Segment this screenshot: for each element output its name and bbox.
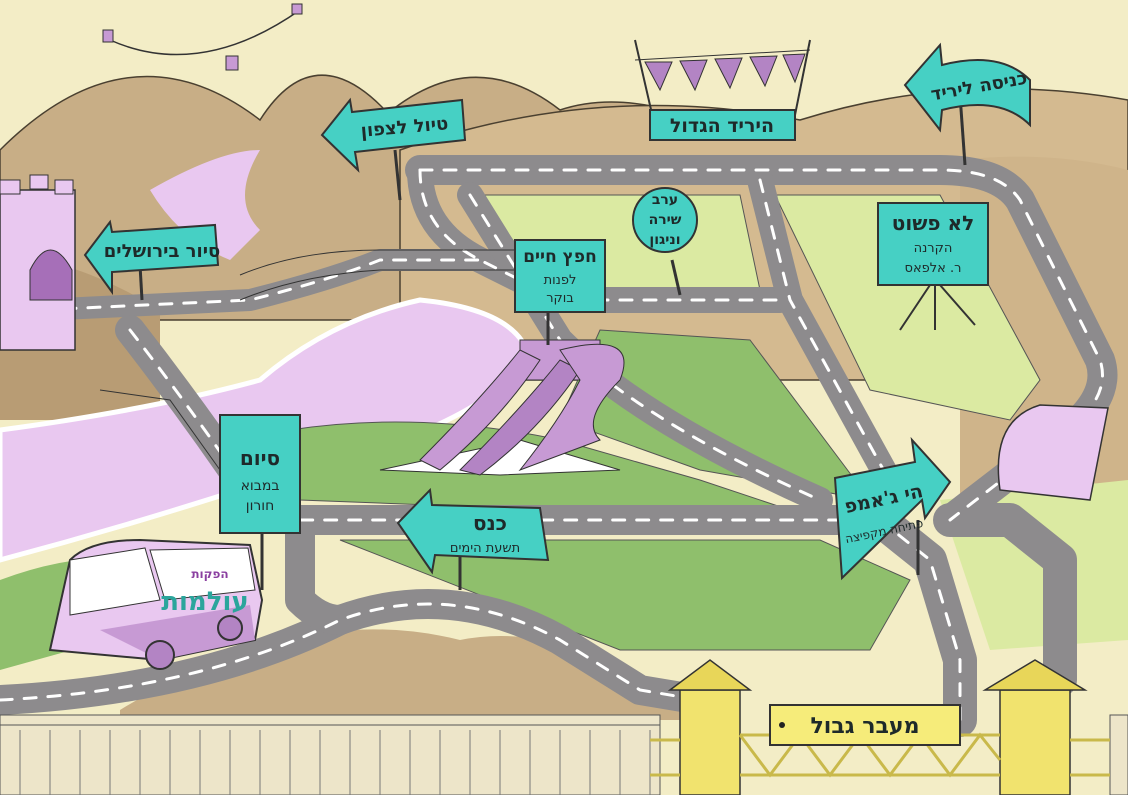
- north-trip-sign[interactable]: טיול לצפון: [320, 97, 467, 201]
- siyum-sub1: במבוא: [241, 478, 280, 494]
- big-fair-label: היריד הגדול: [670, 115, 774, 137]
- border-crossing-label: מעבר גבול: [810, 714, 919, 739]
- chefetz-chaim-sub2: בוקר: [546, 291, 574, 306]
- border-gate: מעבר גבול: [650, 659, 1110, 795]
- not-simple-sub1: הקרנה: [914, 241, 953, 256]
- bus-brand-small: הפקות: [191, 567, 228, 581]
- river-upper: [150, 150, 260, 260]
- chefetz-chaim-sign[interactable]: חפץ חיים לפנות בוקר: [514, 239, 606, 345]
- entrance-fair-sign[interactable]: כניסה ליריד: [903, 42, 1031, 166]
- knes-sign[interactable]: כנס תשעת הימים: [396, 487, 550, 590]
- knes-title: כנס: [473, 511, 507, 535]
- not-simple-sub2: ר. אלפאס: [905, 261, 962, 276]
- big-fair-sign[interactable]: היריד הגדול: [634, 39, 811, 141]
- song-evening-sign[interactable]: ערב שירה וניגון: [632, 187, 698, 296]
- slide-structure: [379, 339, 625, 476]
- knes-sub: תשעת הימים: [450, 541, 520, 556]
- bus-brand-large: עולמות: [161, 587, 248, 617]
- castle: [0, 174, 76, 351]
- chefetz-chaim-sub1: לפנות: [544, 273, 577, 288]
- song-evening-line2: שירה: [649, 212, 682, 228]
- jerusalem-tour-label: סיור בירושלים: [104, 241, 220, 262]
- siyum-title: סיום: [240, 446, 280, 470]
- chefetz-chaim-title: חפץ חיים: [523, 247, 597, 267]
- cable-car: [102, 3, 303, 71]
- fence: [0, 714, 1128, 795]
- not-simple-title: לא פשוט: [892, 211, 974, 235]
- jerusalem-tour-sign[interactable]: סיור בירושלים: [83, 219, 220, 301]
- tent: [997, 404, 1109, 501]
- siyum-sub2: חורון: [246, 498, 275, 514]
- bus[interactable]: הפקות עולמות: [48, 538, 264, 670]
- song-evening-line1: ערב: [652, 192, 678, 208]
- siyum-sign[interactable]: סיום במבוא חורון: [219, 414, 301, 590]
- not-simple-sign[interactable]: לא פשוט הקרנה ר. אלפאס: [877, 202, 989, 331]
- song-evening-line3: וניגון: [649, 232, 680, 248]
- bridge: [99, 249, 520, 471]
